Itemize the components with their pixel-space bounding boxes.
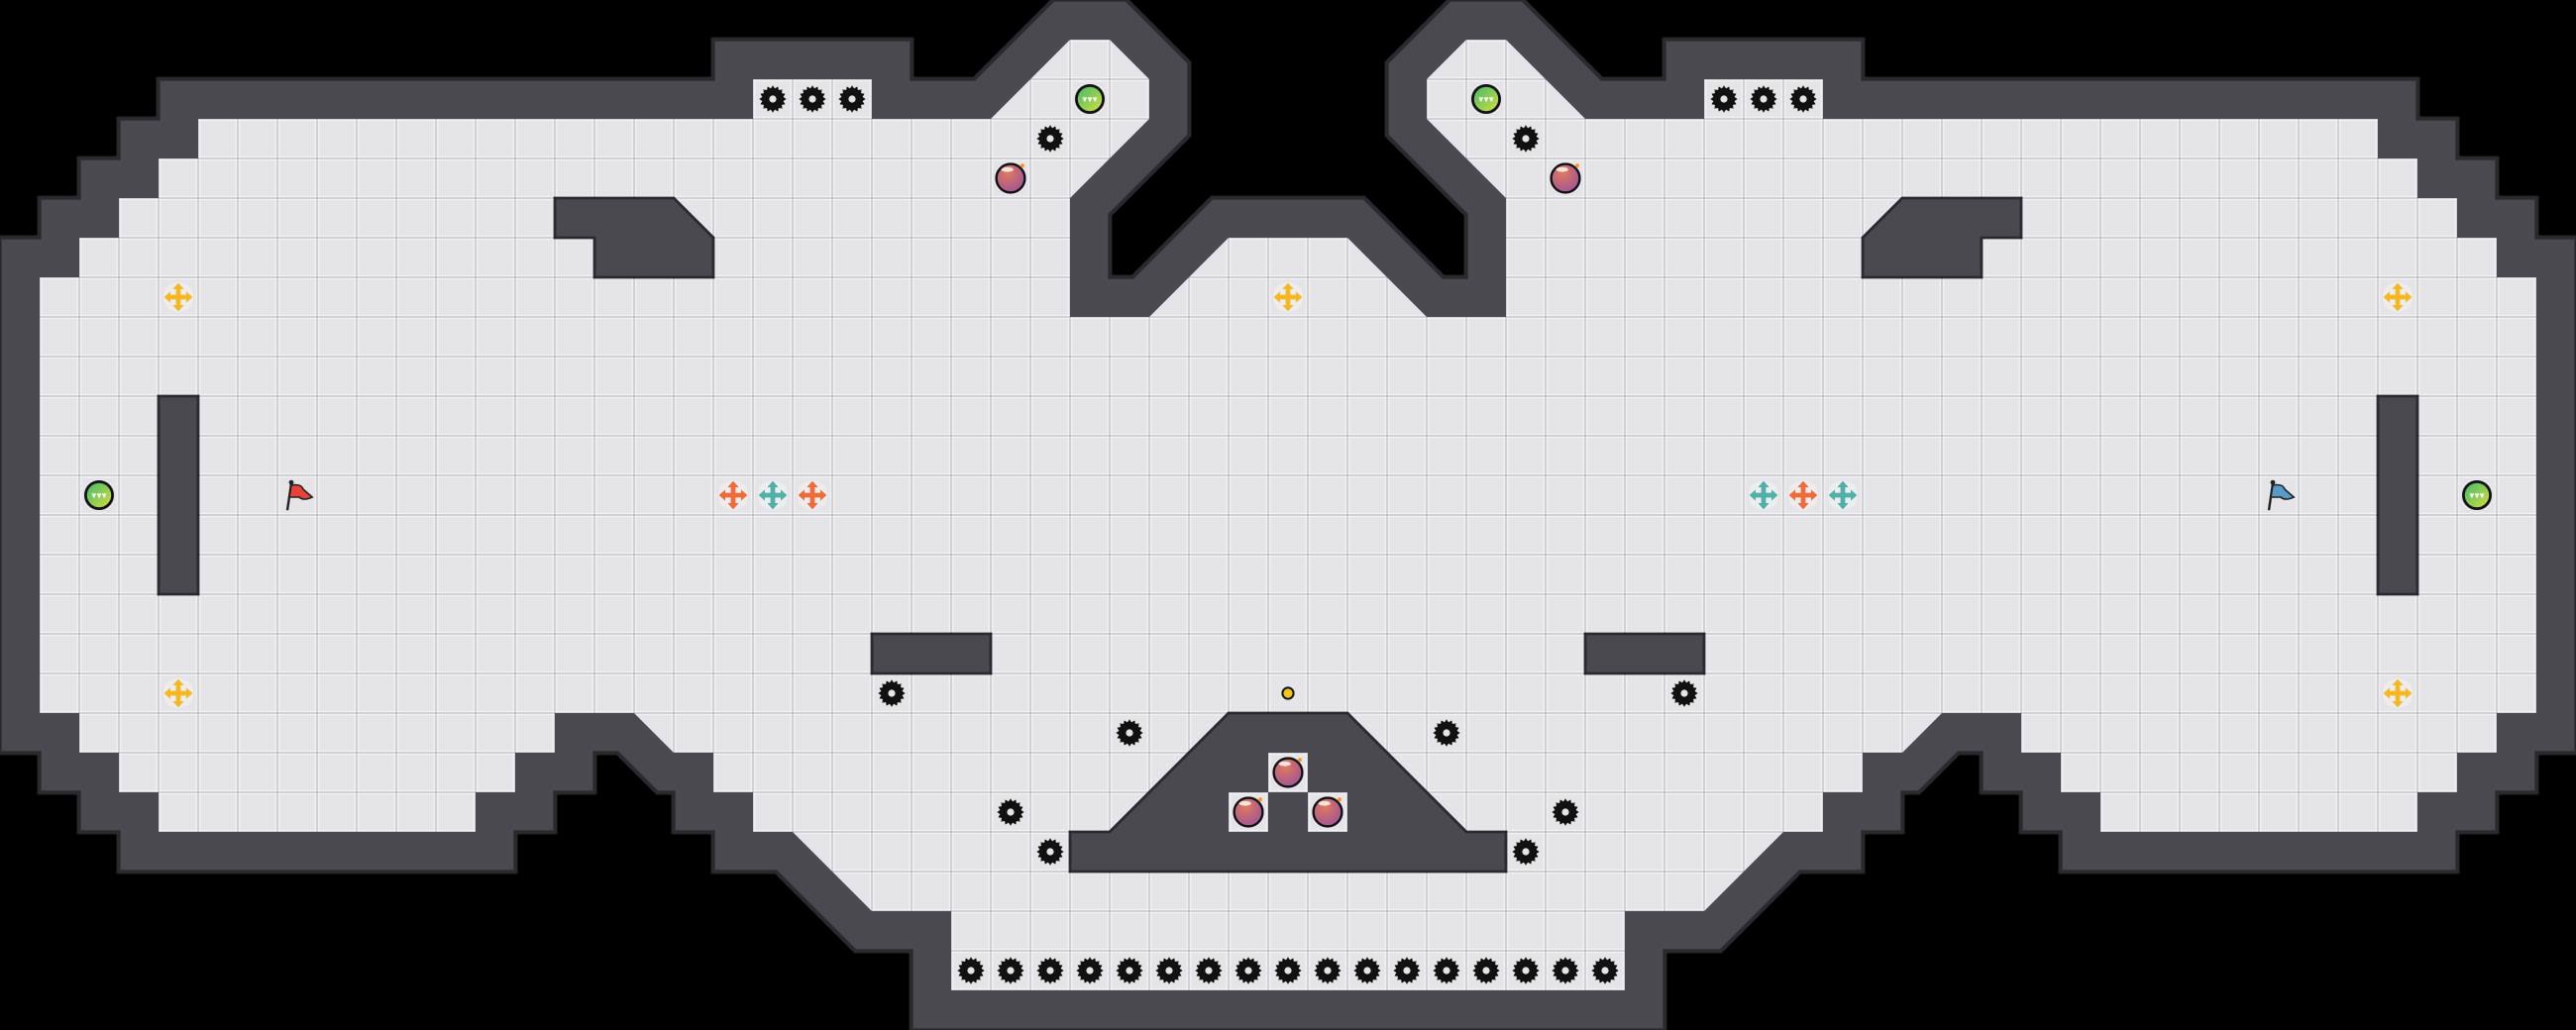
wall-bar-left [157,394,200,596]
spike-icon [1433,719,1460,747]
yellow-dot-icon [1281,686,1295,700]
spike-icon [1036,125,1064,153]
spike-icon [1195,957,1223,984]
spike-icon [1155,957,1183,984]
bomb-icon [1233,796,1264,828]
spike-icon [1036,838,1064,866]
wall-ledge-right [1583,632,1706,675]
red-boost-icon [1787,479,1819,511]
spike-icon [838,85,866,113]
boost-ball-icon [1074,83,1106,115]
spike-icon [1512,125,1540,153]
red-flag-icon [285,479,314,511]
wall-bar-right [2376,394,2419,596]
spike-icon [997,957,1024,984]
boost-ball-icon [2461,479,2493,511]
spike-icon [1076,957,1104,984]
boost-ball-icon [1470,83,1502,115]
spike-icon [878,679,906,707]
spike-icon [1433,957,1460,984]
spike-icon [1472,957,1500,984]
spike-icon [759,85,787,113]
spike-icon [1116,957,1143,984]
yellow-boost-icon [2382,677,2414,709]
bomb-icon [1550,162,1581,194]
spike-icon [1036,957,1064,984]
wall-block-top-right [1861,196,2023,279]
red-boost-icon [797,479,828,511]
blue-boost-icon [757,479,789,511]
spike-icon [1512,957,1540,984]
yellow-boost-icon [162,281,194,313]
spike-icon [1314,957,1342,984]
yellow-boost-icon [1272,281,1304,313]
entities [83,83,2493,984]
spike-icon [1750,85,1777,113]
blue-boost-icon [1748,479,1779,511]
spike-icon [1234,957,1262,984]
spike-icon [799,85,826,113]
spike-icon [997,798,1024,826]
spike-icon [957,957,985,984]
spike-icon [1353,957,1381,984]
spike-icon [1116,719,1143,747]
spike-icon [1393,957,1421,984]
bomb-icon [1312,796,1343,828]
spike-icon [1512,838,1540,866]
blue-boost-icon [1827,479,1859,511]
blue-flag-icon [2267,479,2296,511]
spike-icon [1710,85,1738,113]
yellow-boost-icon [2382,281,2414,313]
spike-icon [1789,85,1817,113]
boost-ball-icon [83,479,115,511]
inner-walls [157,196,2419,874]
spike-icon [1274,957,1302,984]
yellow-boost-icon [162,677,194,709]
bomb-icon [995,162,1026,194]
spike-icon [1552,798,1579,826]
spike-icon [1670,679,1698,707]
bomb-icon [1272,757,1304,788]
red-boost-icon [717,479,749,511]
spike-icon [1552,957,1579,984]
wall-ledge-left [870,632,993,675]
spike-icon [1591,957,1619,984]
wall-block-top-left [553,196,715,279]
